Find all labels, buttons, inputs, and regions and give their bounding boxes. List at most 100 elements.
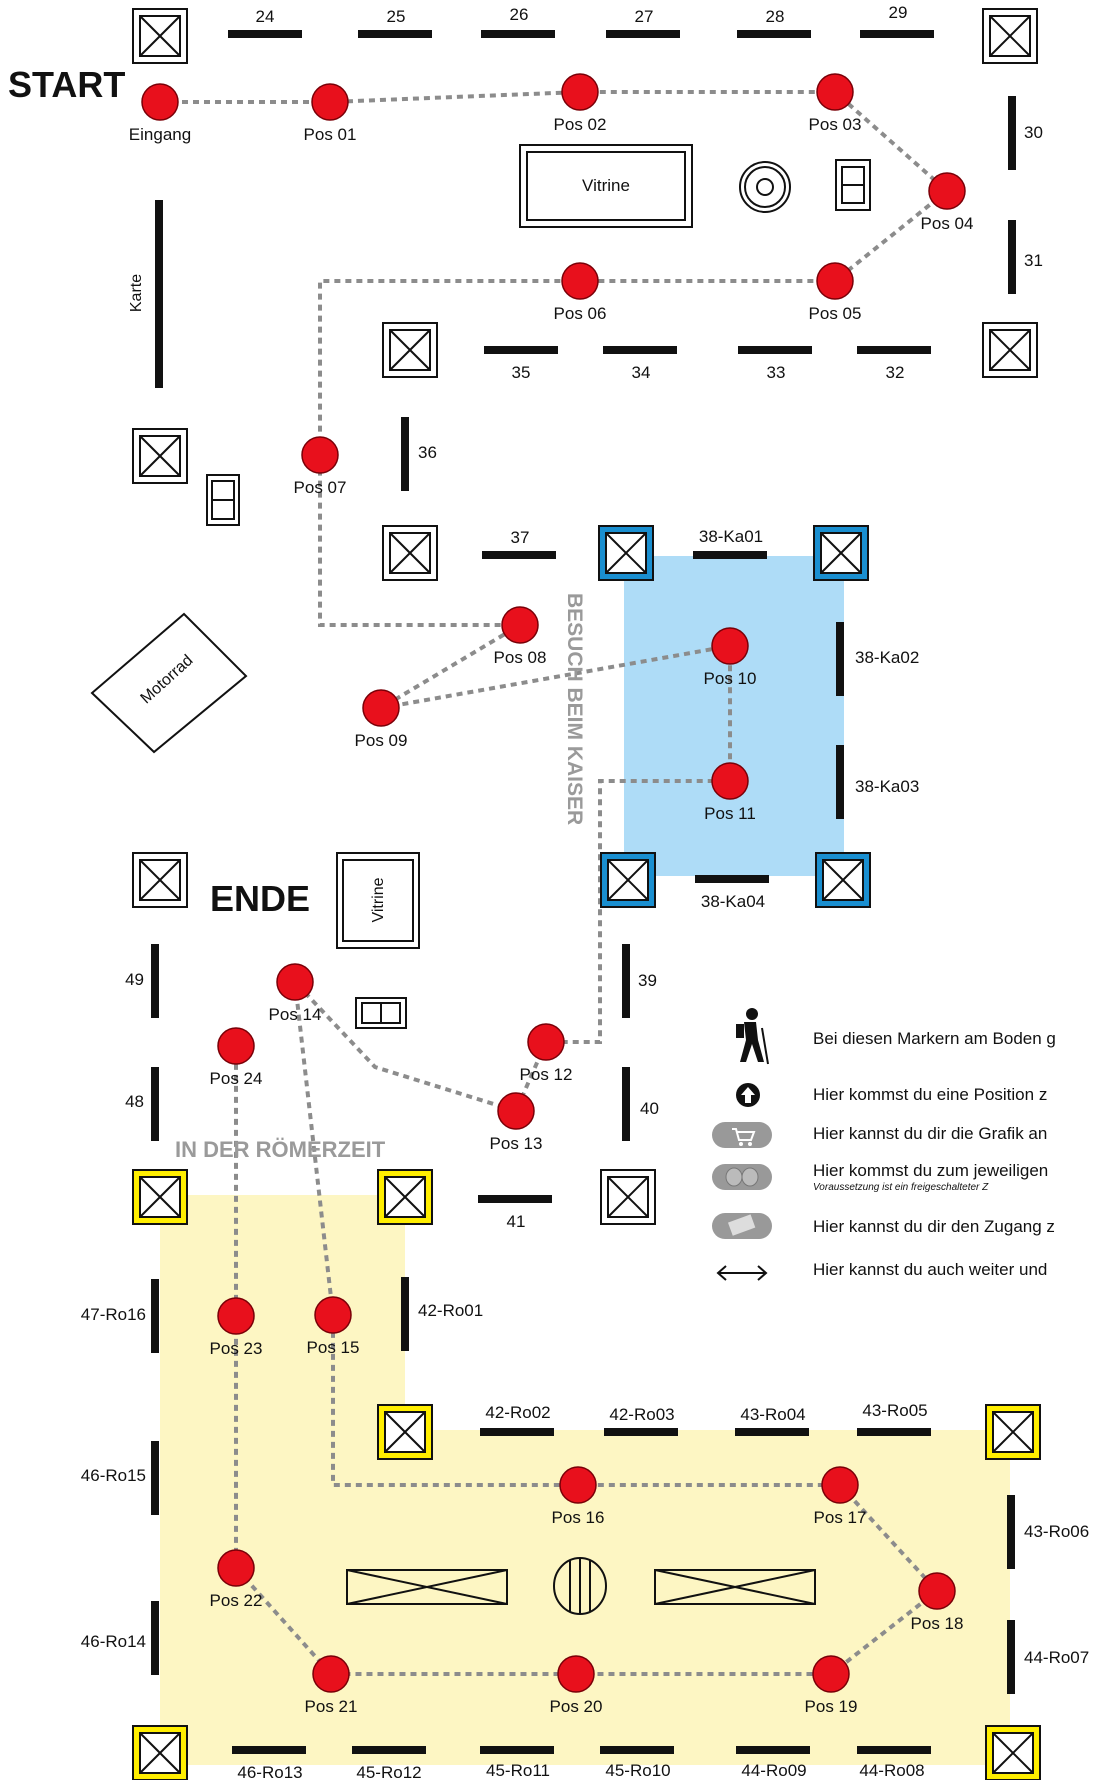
ende-label: ENDE xyxy=(210,878,310,919)
wall-label: 34 xyxy=(632,363,651,382)
wall-segment: 45-Ro11 xyxy=(480,1746,554,1780)
wall-label: 38-Ka01 xyxy=(699,527,763,546)
position-label: Pos 21 xyxy=(305,1697,358,1716)
start-label: START xyxy=(8,64,125,105)
legend-item-4: Hier kommst du zum jeweiligen xyxy=(813,1161,1049,1180)
wall-label: 37 xyxy=(511,528,530,547)
wall-segment: 45-Ro10 xyxy=(600,1746,674,1780)
wall-label: 42-Ro03 xyxy=(609,1405,674,1424)
wall-label: 44-Ro09 xyxy=(741,1761,806,1780)
wall-label: 46-Ro13 xyxy=(237,1763,302,1780)
wall-segment: 32 xyxy=(857,346,931,382)
pillar-marker xyxy=(377,1169,433,1225)
wall-segment: 43-Ro06 xyxy=(1007,1495,1089,1569)
wall-label: 38-Ka02 xyxy=(855,648,919,667)
wall-segment: 42-Ro03 xyxy=(604,1405,678,1436)
wall-label: 44-Ro08 xyxy=(859,1761,924,1780)
pillar-marker xyxy=(982,322,1038,378)
wall-label: 25 xyxy=(387,7,406,26)
position-marker-pos10: Pos 10 xyxy=(704,627,757,688)
svg-text:Vitrine: Vitrine xyxy=(370,877,387,922)
wall-label: 43-Ro05 xyxy=(862,1401,927,1420)
position-marker-pos05: Pos 05 xyxy=(809,262,861,323)
wall-label: 46-Ro15 xyxy=(81,1466,146,1485)
wall-segment: 33 xyxy=(738,346,812,382)
wall-segment: 48 xyxy=(125,1067,159,1141)
pillar-marker xyxy=(132,8,188,64)
position-label: Pos 11 xyxy=(704,804,756,823)
wall-label: 48 xyxy=(125,1092,144,1111)
position-label: Pos 02 xyxy=(554,115,607,134)
wall-label: 24 xyxy=(256,7,275,26)
wall-label: 45-Ro12 xyxy=(356,1763,421,1780)
pillar-marker xyxy=(377,1404,433,1460)
position-label: Pos 22 xyxy=(210,1591,263,1610)
cart-icon xyxy=(712,1122,772,1148)
position-label: Pos 16 xyxy=(552,1508,605,1527)
position-marker-pos09: Pos 09 xyxy=(355,689,407,750)
wall-segment: 41 xyxy=(478,1195,552,1231)
wall-segment: 43-Ro05 xyxy=(857,1401,931,1436)
wall-label: 36 xyxy=(418,443,437,462)
wall-label: 47-Ro16 xyxy=(81,1305,146,1324)
kaiser-area xyxy=(624,556,844,876)
wall-label: 46-Ro14 xyxy=(81,1632,146,1651)
pillar-marker xyxy=(132,1725,188,1780)
double-arrow-icon xyxy=(716,1265,768,1281)
pillar-marker xyxy=(132,852,188,908)
wall-label: 43-Ro06 xyxy=(1024,1522,1089,1541)
wall-segment: 24 xyxy=(228,7,302,38)
wall-segment: 46-Ro13 xyxy=(232,1746,306,1780)
position-marker-eingang: Eingang xyxy=(129,83,191,144)
position-label: Pos 07 xyxy=(294,478,347,497)
screen-object-2 xyxy=(206,474,240,526)
position-label: Pos 15 xyxy=(307,1338,360,1357)
wall-segment: 43-Ro04 xyxy=(735,1405,809,1436)
wall-label: 42-Ro01 xyxy=(418,1301,483,1320)
position-label: Pos 08 xyxy=(494,648,547,667)
legend-item-5: Hier kannst du dir den Zugang z xyxy=(813,1217,1055,1236)
wall-label: 38-Ka03 xyxy=(855,777,919,796)
pillar-marker xyxy=(982,8,1038,64)
pillar-marker xyxy=(598,525,654,581)
position-marker-pos02: Pos 02 xyxy=(554,73,607,134)
position-marker-pos18: Pos 18 xyxy=(911,1572,963,1633)
position-label: Pos 17 xyxy=(814,1508,867,1527)
position-label: Pos 04 xyxy=(921,214,974,233)
position-marker-pos14: Pos 14 xyxy=(269,963,322,1024)
wall-segment: 44-Ro07 xyxy=(1007,1620,1089,1694)
wall-label: 39 xyxy=(638,971,657,990)
wall-segment: 38-Ka03 xyxy=(836,745,919,819)
legend-item-2: Hier kommst du eine Position z xyxy=(813,1085,1048,1104)
wall-label: 28 xyxy=(766,7,785,26)
wall-segment: 25 xyxy=(358,7,432,38)
position-label: Pos 01 xyxy=(304,125,357,144)
position-label: Pos 23 xyxy=(210,1339,263,1358)
wall-label: 26 xyxy=(510,5,529,24)
wall-label: 43-Ro04 xyxy=(740,1405,805,1424)
position-marker-pos08: Pos 08 xyxy=(494,606,547,667)
wall-segment: 44-Ro08 xyxy=(857,1746,931,1780)
position-label: Pos 14 xyxy=(269,1005,322,1024)
position-marker-pos20: Pos 20 xyxy=(550,1655,603,1716)
position-label: Pos 10 xyxy=(704,669,757,688)
wall-segment: 46-Ro15 xyxy=(81,1441,159,1515)
wall-label: 29 xyxy=(889,3,908,22)
wall-label: 31 xyxy=(1024,251,1043,270)
bench-left xyxy=(346,1569,508,1605)
wall-label: 40 xyxy=(640,1099,659,1118)
wall-segment: 36 xyxy=(401,417,437,491)
position-label: Pos 20 xyxy=(550,1697,603,1716)
wall-segment: 26 xyxy=(481,5,555,38)
wall-label: 38-Ka04 xyxy=(701,892,765,911)
position-marker-pos04: Pos 04 xyxy=(921,172,974,233)
wall-segment: 29 xyxy=(860,3,934,38)
wall-segment: 38-Ka02 xyxy=(836,622,919,696)
position-marker-pos15: Pos 15 xyxy=(307,1296,360,1357)
karte-wall xyxy=(155,200,163,388)
wall-segment: 38-Ka04 xyxy=(695,875,769,911)
wall-segment: 28 xyxy=(737,7,811,38)
round-object xyxy=(739,161,791,213)
